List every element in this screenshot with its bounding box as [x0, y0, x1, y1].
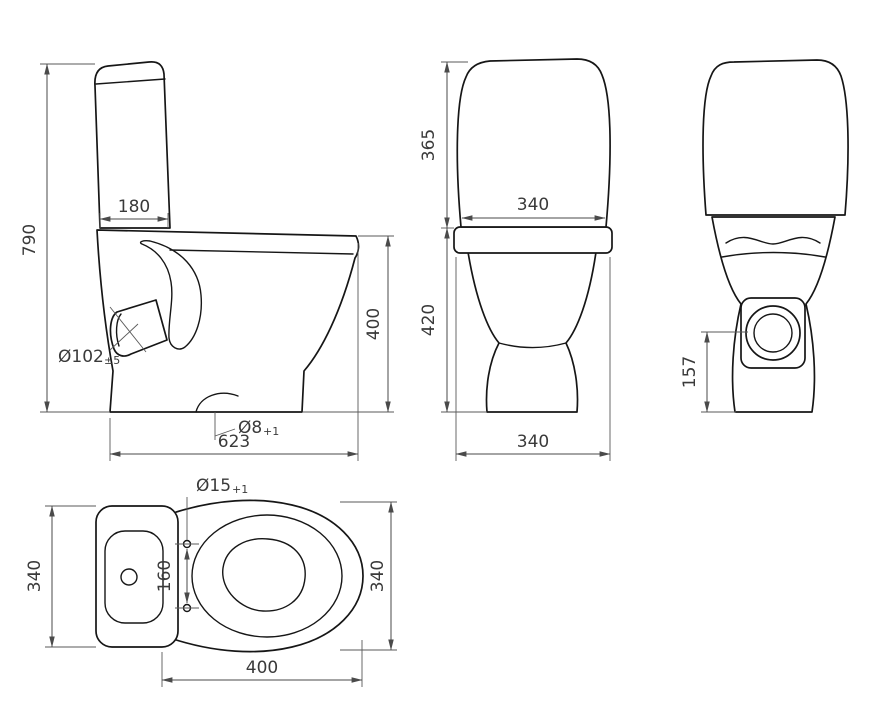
leader-line — [109, 306, 147, 353]
dim-side-outlet-dia: Ø102 — [58, 347, 104, 367]
top-flush-button — [120, 568, 138, 586]
dim-top-seat-width: 340 — [368, 560, 388, 592]
dim-side-drain-dia: Ø8 — [238, 418, 262, 438]
dim-top-hinge-hole-tol: +1 — [232, 483, 248, 496]
dim-side-bowl-height: 400 — [364, 308, 384, 340]
side-view: 790 180 Ø102 ±5 623 400 Ø8 +1 — [20, 61, 394, 461]
side-tank-lid-seam — [95, 78, 166, 85]
dim-top-hinge-spacing: 160 — [155, 560, 175, 592]
dim-top-tank-width: 340 — [25, 560, 45, 592]
dim-side-tank-depth: 180 — [118, 197, 150, 217]
dim-front-tank-width: 340 — [517, 195, 549, 215]
side-tank-outline — [94, 61, 171, 229]
dim-top-hinge-hole-dia: Ø15 — [196, 476, 231, 496]
dim-side-drain-tol: +1 — [263, 425, 279, 438]
side-rim-line — [169, 249, 354, 255]
dim-side-outlet-tol: ±5 — [104, 354, 120, 367]
dim-top-bowl-length: 400 — [246, 658, 278, 678]
top-bowl-rim — [191, 514, 343, 638]
rear-tank-outline — [702, 59, 849, 216]
side-outlet-spigot — [109, 299, 168, 357]
dim-side-length: 623 — [218, 432, 250, 452]
rear-seam-line — [721, 251, 826, 258]
dim-front-bowl-height: 420 — [419, 304, 439, 336]
top-view: Ø15 +1 160 340 340 400 — [25, 476, 397, 687]
front-waist-line — [498, 342, 567, 349]
side-inner-cavity — [139, 240, 203, 350]
top-tank-lid-inner — [104, 530, 164, 624]
front-tank-outline — [456, 58, 611, 228]
top-seat-outline — [148, 499, 364, 653]
dim-front-base-width: 340 — [517, 432, 549, 452]
side-trapway-line — [195, 392, 239, 413]
dim-side-total-height: 790 — [20, 224, 40, 256]
dim-front-tank-height: 365 — [419, 129, 439, 161]
rear-view: 157 — [680, 59, 849, 413]
rear-seat-wave-line — [725, 236, 821, 245]
front-view: 365 340 420 340 — [419, 58, 613, 461]
top-water-surface — [222, 538, 306, 612]
leader-line — [214, 428, 236, 437]
front-bowl-outline — [467, 251, 597, 413]
front-rim-band — [453, 226, 613, 254]
rear-outlet-inner-circle — [753, 313, 793, 353]
leader-line — [109, 323, 139, 351]
dim-rear-outlet-height: 157 — [680, 356, 700, 388]
